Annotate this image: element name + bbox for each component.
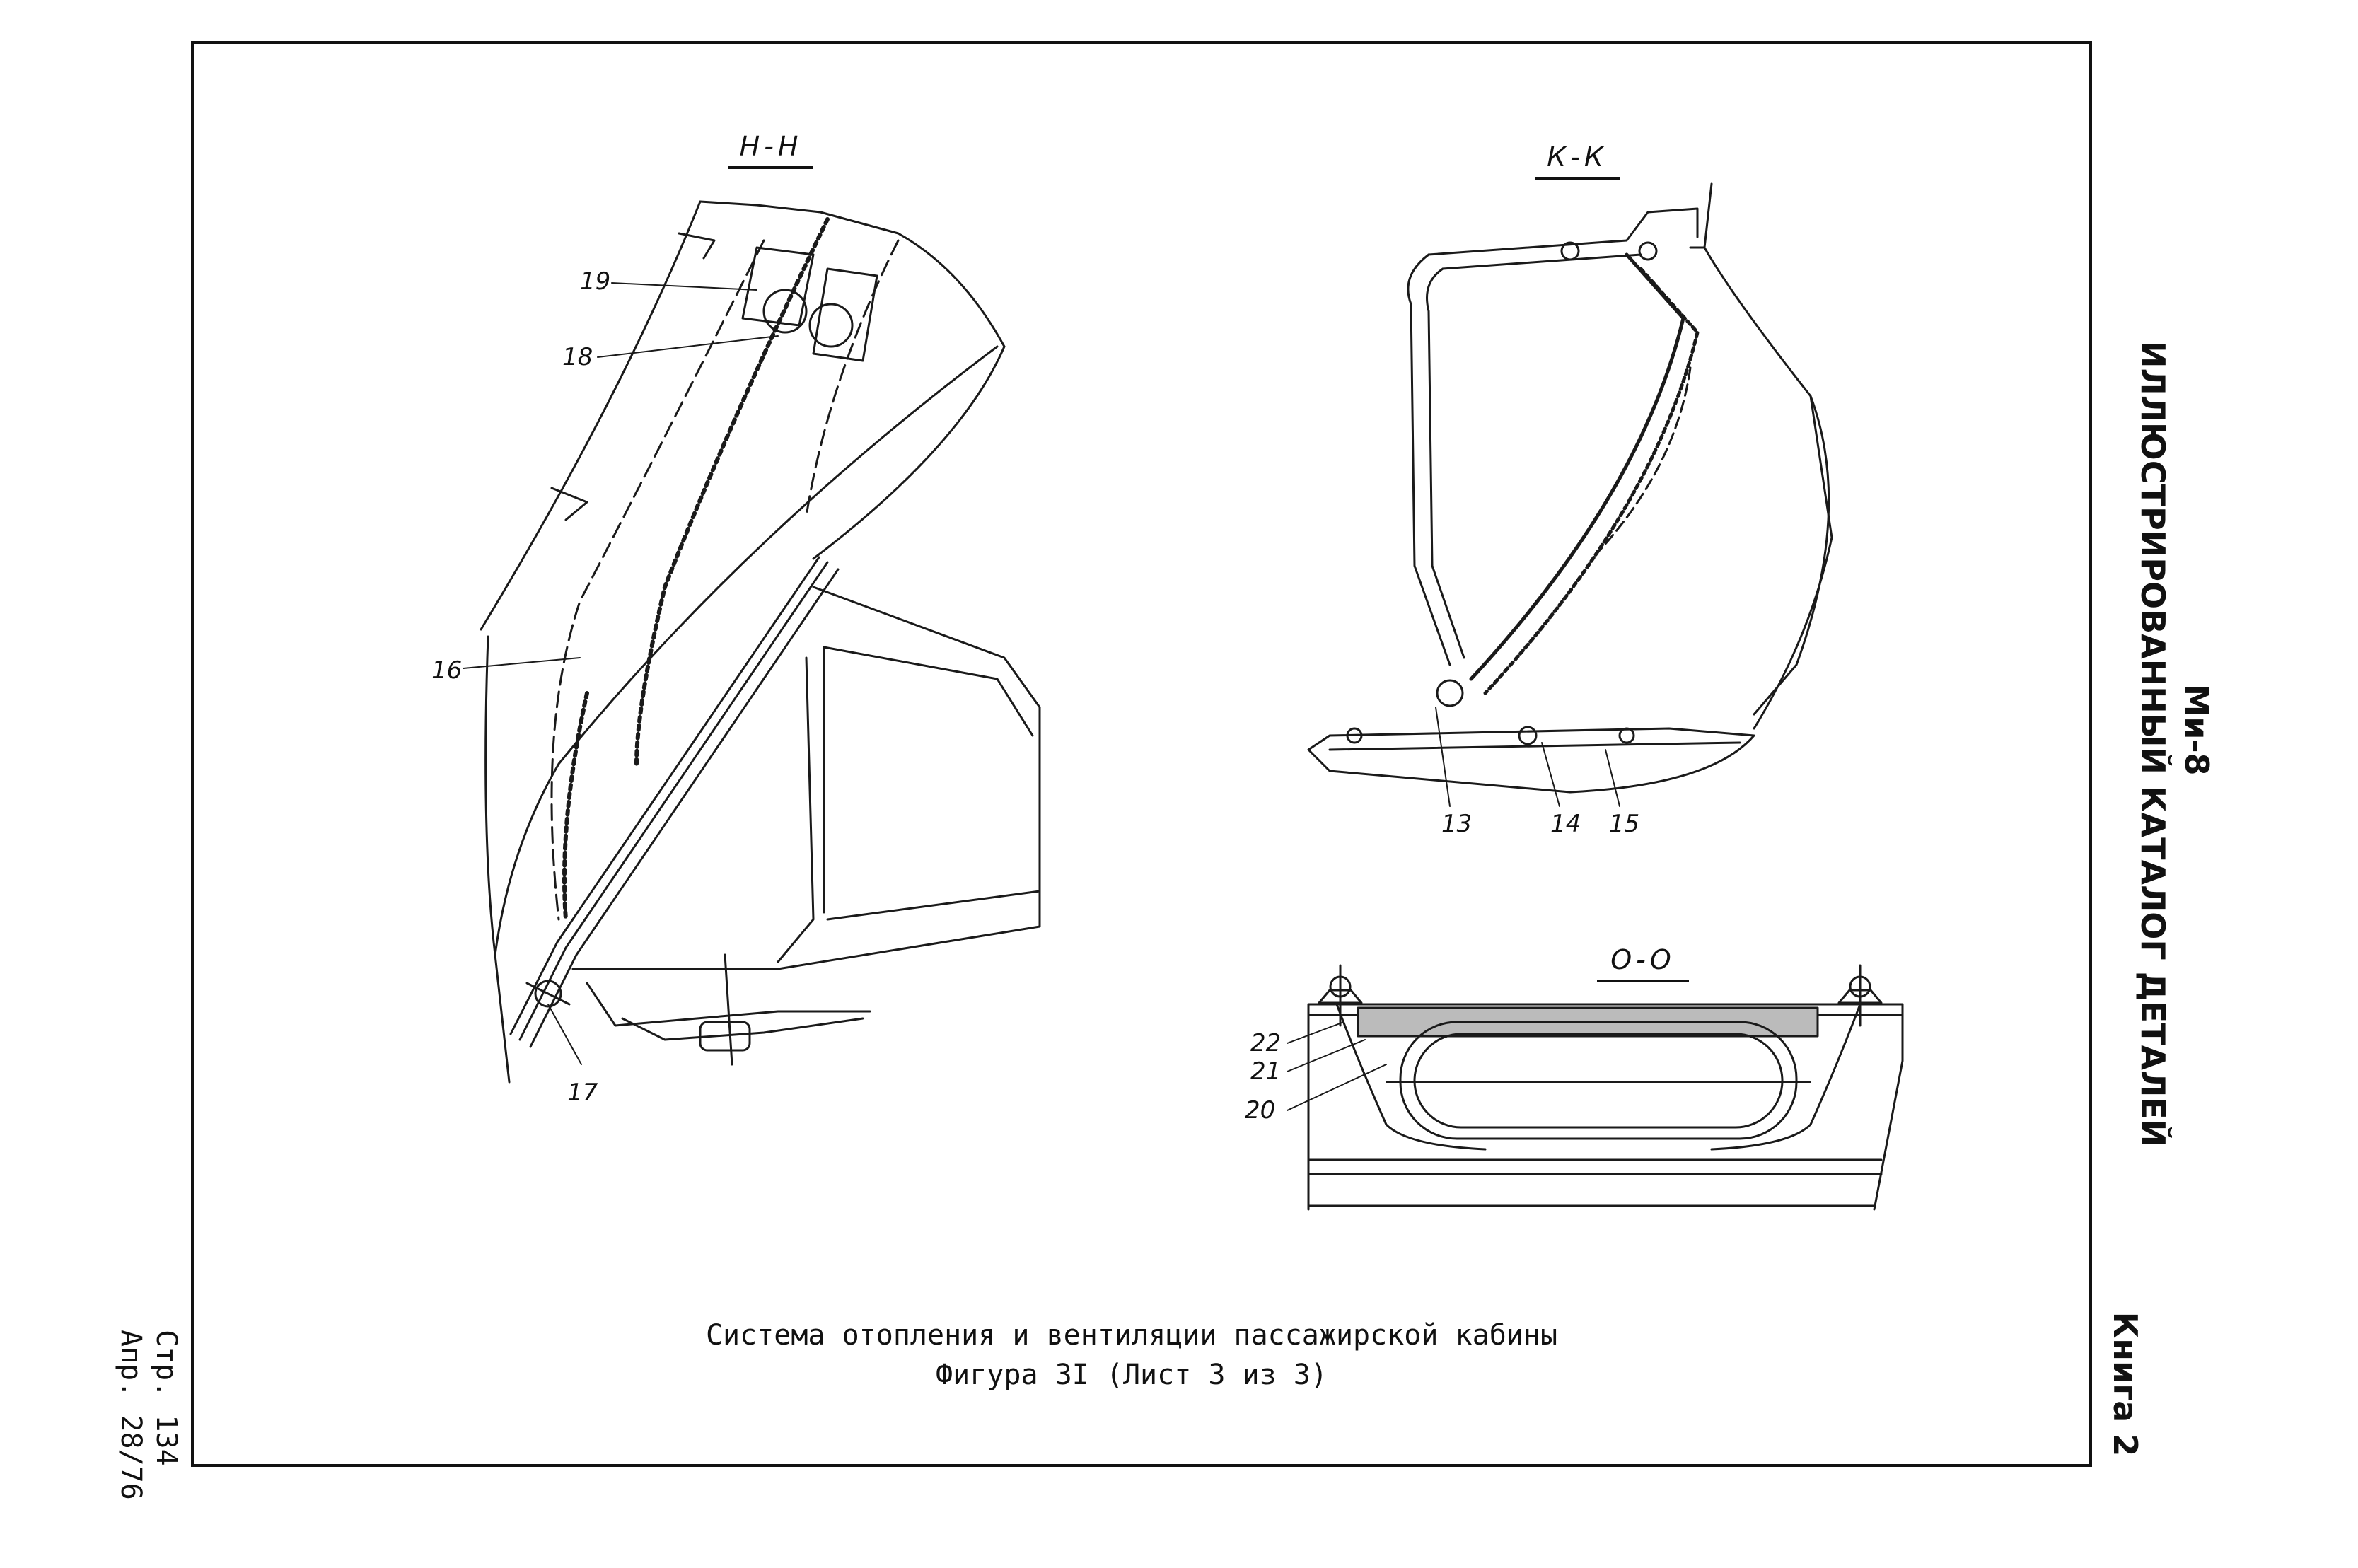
- kk-fastener-13: [1436, 679, 1464, 707]
- section-kk-label: К-К: [1547, 141, 1608, 173]
- leader-21: [1287, 1039, 1366, 1072]
- hh-seam-upper: [634, 217, 830, 766]
- hh-top-edge: [699, 200, 1006, 348]
- oo-bracket-left: [1335, 1003, 1487, 1151]
- callout-22: 22: [1250, 1029, 1282, 1057]
- hh-dashed-contour-1: [550, 239, 765, 921]
- oo-nut-right: [1837, 989, 1883, 1004]
- hh-box-right-bottom: [571, 706, 1041, 970]
- hh-fastener-17-line: [525, 982, 571, 1006]
- kk-outer-skin: [1703, 182, 1830, 716]
- hh-dashed-contour-2: [805, 239, 900, 518]
- hh-detail-a: [678, 232, 716, 260]
- hh-left-edge-b: [484, 635, 511, 1084]
- section-title-oo: О-О: [1597, 944, 1689, 982]
- section-hh-drawing: [463, 200, 1041, 1084]
- section-hh-underline: [728, 166, 813, 169]
- hh-box-divider: [777, 656, 815, 963]
- hh-inner-arc: [812, 345, 1006, 560]
- drawing-frame: [191, 41, 2092, 1467]
- kk-channel-top-inner: [1441, 253, 1642, 270]
- kk-channel-top: [1427, 207, 1699, 256]
- hh-fitting: [699, 1021, 751, 1052]
- section-kk-drawing: [1307, 182, 1833, 807]
- hh-box-inner-top: [823, 646, 1034, 737]
- kk-fastener-a: [1346, 727, 1363, 744]
- section-oo-label: О-О: [1610, 944, 1675, 975]
- oo-nut-left: [1318, 989, 1363, 1004]
- callout-19: 19: [580, 267, 611, 296]
- kk-channel-left-inner: [1426, 267, 1465, 659]
- oo-bracket-right: [1710, 1003, 1862, 1151]
- hh-detail-b: [550, 487, 588, 521]
- kk-dashed: [1597, 366, 1692, 553]
- hh-duct-line-a: [518, 561, 829, 1041]
- oo-duct-outer: [1399, 1021, 1798, 1140]
- section-oo-underline: [1597, 980, 1689, 982]
- leader-19: [611, 282, 757, 291]
- hh-seam-lower: [562, 691, 589, 922]
- page-number: Стр. 134: [150, 1330, 182, 1466]
- leader-13: [1435, 707, 1451, 807]
- hh-bolt-18b: [808, 303, 854, 348]
- callout-21: 21: [1250, 1057, 1282, 1086]
- figure-caption: Система отопления и вентиляции пассажирс…: [566, 1316, 1697, 1395]
- leader-17: [547, 1004, 582, 1065]
- hh-fastener-17: [534, 980, 562, 1008]
- kk-outer-skin-2: [1753, 395, 1833, 730]
- section-title-hh: Н-Н: [728, 131, 813, 169]
- hh-bracket: [586, 982, 871, 1027]
- leader-14: [1541, 742, 1560, 807]
- hh-box-top: [812, 586, 1041, 709]
- callout-16: 16: [431, 656, 463, 685]
- hh-bracket-19: [741, 246, 815, 327]
- leader-15: [1605, 749, 1620, 807]
- kk-duct-outer: [1469, 252, 1685, 681]
- kk-bolt-a: [1560, 241, 1580, 261]
- callout-18: 18: [562, 343, 593, 371]
- header-book: Книга 2: [2106, 1311, 2144, 1457]
- section-kk-underline: [1535, 177, 1620, 180]
- hh-duct-line-b: [529, 568, 840, 1048]
- oo-duct-inner: [1413, 1033, 1784, 1129]
- hh-centerline: [724, 953, 733, 1066]
- header-model: Ми-8: [2178, 684, 2216, 776]
- caption-line-2: Фигура 3I (Лист 3 из 3): [936, 1359, 1328, 1391]
- hh-left-edge-a: [480, 200, 702, 631]
- section-oo-drawing: [1287, 964, 1904, 1211]
- leader-18: [597, 335, 779, 358]
- kk-fastener-b: [1618, 727, 1635, 744]
- callout-13: 13: [1441, 810, 1473, 838]
- header-catalog-title: ИЛЛЮСТРИРОВАННЫЙ КАТАЛОГ ДЕТАЛЕЙ: [2134, 341, 2172, 1147]
- hh-bracket-2: [621, 1017, 864, 1041]
- hh-bracket-19b: [812, 267, 878, 362]
- oo-right-edge: [1873, 1003, 1904, 1211]
- callout-14: 14: [1550, 810, 1581, 838]
- callout-17: 17: [567, 1079, 598, 1107]
- kk-channel-left: [1407, 253, 1451, 666]
- kk-fastener-14: [1518, 726, 1538, 745]
- hh-bolt-18: [762, 289, 808, 334]
- hh-box-inner-bottom: [826, 890, 1041, 921]
- page-info: Стр. 134 Апр. 28/76: [113, 1330, 184, 1514]
- caption-line-1: Система отопления и вентиляции пассажирс…: [705, 1319, 1558, 1352]
- callout-20: 20: [1245, 1096, 1276, 1125]
- leader-22: [1287, 1021, 1344, 1044]
- leader-20: [1287, 1064, 1387, 1111]
- hh-duct-line-c: [509, 556, 820, 1035]
- header-vertical: Ми-8 ИЛЛЮСТРИРОВАННЫЙ КАТАЛОГ ДЕТАЛЕЙ: [2131, 341, 2219, 1147]
- kk-bolt-b: [1638, 241, 1658, 261]
- hh-diagonal-frame: [494, 345, 999, 956]
- callout-15: 15: [1609, 810, 1640, 838]
- section-hh-label: Н-Н: [739, 131, 803, 162]
- kk-floor-line: [1328, 741, 1741, 751]
- page-date: Апр. 28/76: [115, 1330, 147, 1500]
- kk-floor: [1307, 727, 1755, 794]
- leader-16: [463, 657, 581, 669]
- section-title-kk: К-К: [1535, 141, 1620, 180]
- kk-duct-inner: [1483, 267, 1700, 695]
